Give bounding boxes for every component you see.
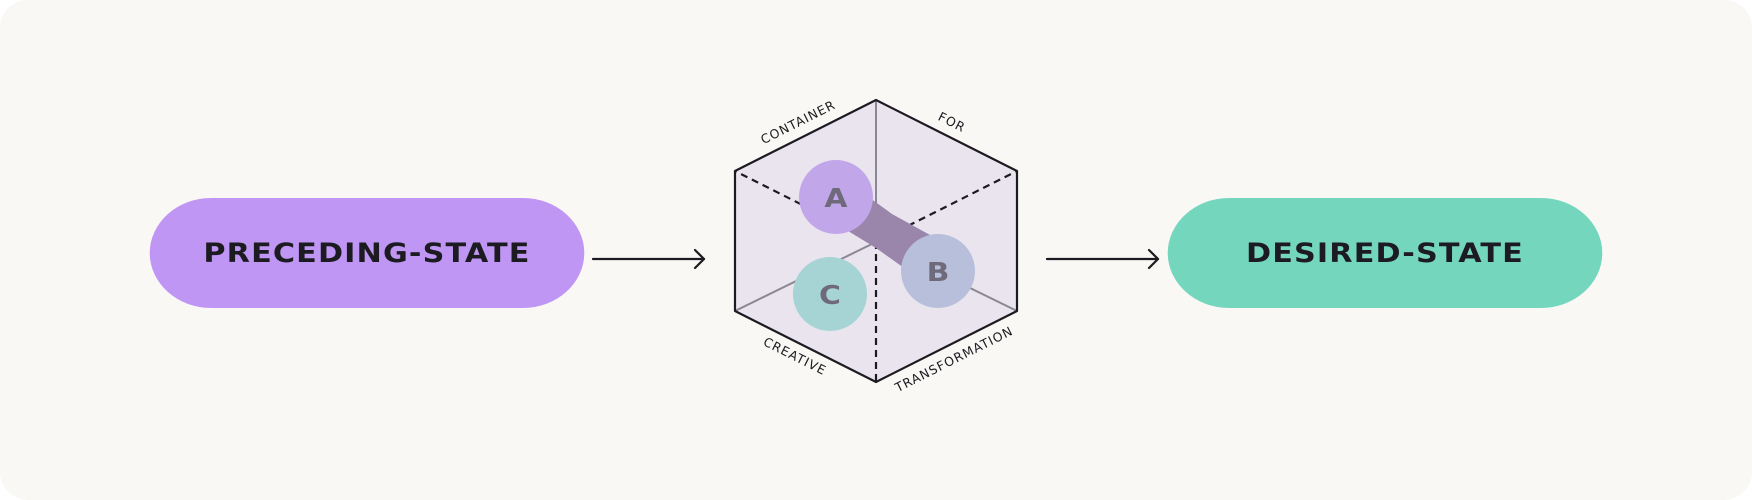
edge-label-for: FOR: [936, 109, 968, 135]
node-b-label: B: [927, 257, 950, 288]
arrow-right-icon: [1045, 248, 1160, 270]
node-a: [799, 160, 873, 234]
desired-state-label: DESIRED-STATE: [1246, 237, 1524, 269]
desired-state-pill: DESIRED-STATE: [1167, 198, 1603, 308]
node-a-label: A: [824, 183, 847, 214]
creative-transformation-cube: A B C CONTAINER FOR CREATIVE TRANSFORMAT…: [733, 97, 1019, 395]
cube-outline: [733, 98, 1019, 384]
node-b: [901, 234, 975, 308]
node-c-label: C: [819, 280, 841, 311]
arrow-right-icon: [591, 248, 706, 270]
preceding-state-label: PRECEDING-STATE: [203, 237, 531, 269]
preceding-state-pill: PRECEDING-STATE: [149, 198, 585, 308]
node-c: [793, 257, 867, 331]
